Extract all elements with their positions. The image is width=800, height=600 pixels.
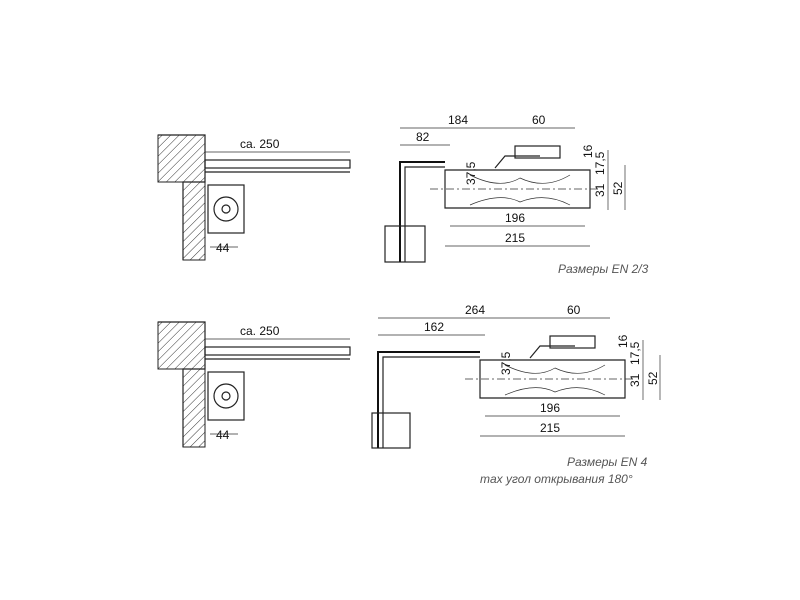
side-view bbox=[157, 321, 351, 448]
dim-37-5: 37,5 bbox=[464, 161, 478, 185]
dim-60: 60 bbox=[567, 303, 581, 317]
dim-16: 16 bbox=[581, 144, 595, 158]
drawing-en23: ca. 250 44 184 60 82 196 215 37,5 16 17,… bbox=[157, 113, 649, 276]
caption-line-1: Размеры EN 4 bbox=[567, 455, 648, 469]
dim-17-5: 17,5 bbox=[628, 341, 642, 365]
side-view bbox=[157, 134, 351, 261]
dim-arm-length: ca. 250 bbox=[240, 324, 280, 338]
dim-60: 60 bbox=[532, 113, 546, 127]
dim-side-width: 44 bbox=[216, 241, 230, 255]
dim-215: 215 bbox=[505, 231, 525, 245]
dim-16: 16 bbox=[616, 334, 630, 348]
dim-31: 31 bbox=[593, 183, 607, 197]
dim-215: 215 bbox=[540, 421, 560, 435]
dim-196: 196 bbox=[505, 211, 525, 225]
caption-line-2: max угол открывания 180° bbox=[480, 472, 633, 486]
dim-162: 162 bbox=[424, 320, 444, 334]
dim-arm-length: ca. 250 bbox=[240, 137, 280, 151]
dim-264: 264 bbox=[465, 303, 485, 317]
dim-184: 184 bbox=[448, 113, 468, 127]
dim-52: 52 bbox=[646, 371, 660, 385]
dim-82: 82 bbox=[416, 130, 430, 144]
dim-side-width: 44 bbox=[216, 428, 230, 442]
dim-52: 52 bbox=[611, 181, 625, 195]
dim-31: 31 bbox=[628, 373, 642, 387]
dim-17-5: 17,5 bbox=[593, 151, 607, 175]
dim-196: 196 bbox=[540, 401, 560, 415]
dim-37-5: 37,5 bbox=[499, 351, 513, 375]
drawing-en4: ca. 250 44 264 60 162 196 215 37,5 16 17… bbox=[157, 303, 661, 486]
caption-line-1: Размеры EN 2/3 bbox=[558, 262, 649, 276]
